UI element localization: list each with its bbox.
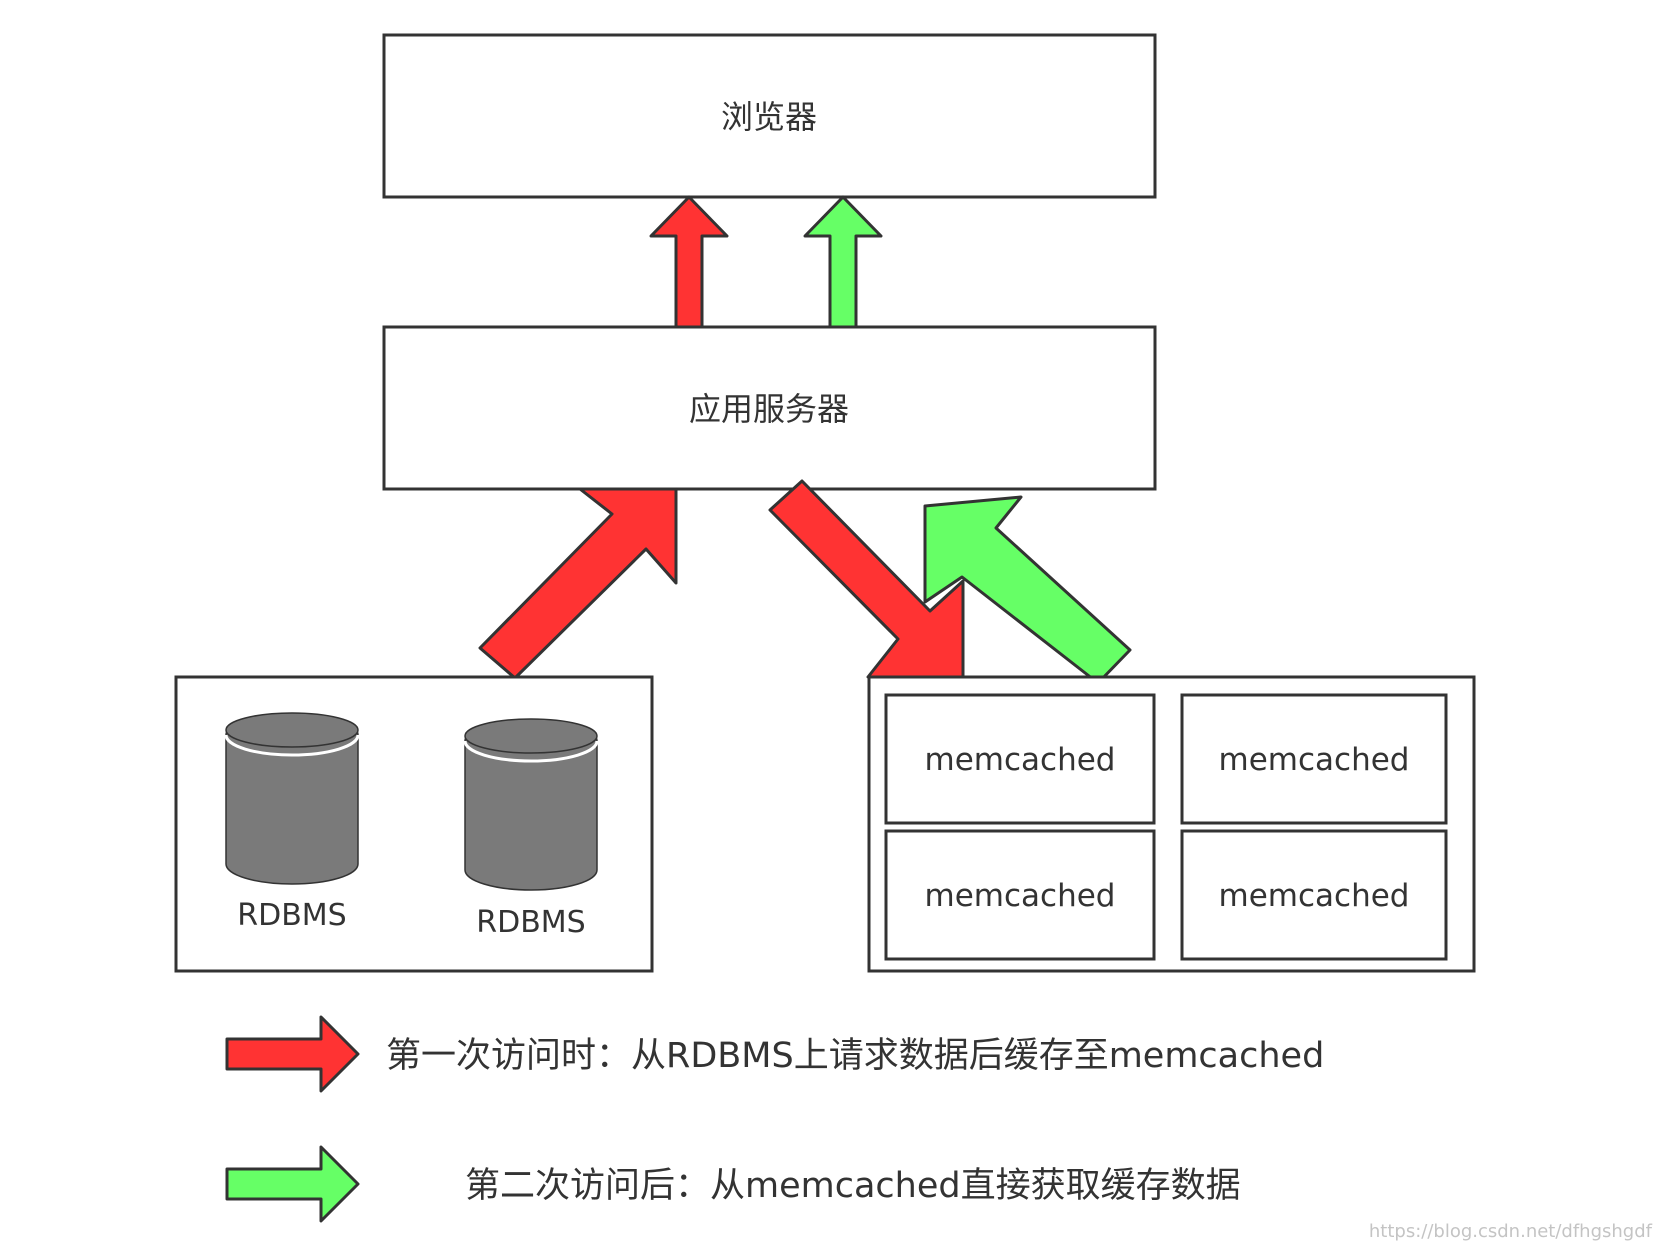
watermark: https://blog.csdn.net/dfhgshgdf [1369,1221,1653,1242]
app-server-label: 应用服务器 [689,390,849,428]
database-icon [463,718,599,891]
second-access-arrow-from-memcached [923,495,1132,685]
legend-second-access-text: 第二次访问后：从memcached直接获取缓存数据 [465,1166,1241,1206]
legend-second-access-arrow [225,1145,360,1223]
memcached-node-box [884,693,1156,825]
legend-first-access-arrow [225,1015,360,1093]
memcached-node-label: memcached [925,878,1116,914]
browser-box [382,33,1157,199]
rdbms-label-2: RDBMS [476,905,585,940]
memcached-node-label: memcached [1219,878,1410,914]
rdbms-label-1: RDBMS [237,898,346,933]
browser-node: 浏览器 [382,33,1157,199]
first-access-arrow-from-rdbms [478,487,678,680]
memcached-node-box [1180,829,1448,961]
memcached-node-box [1180,693,1448,825]
rdbms-cluster: RDBMS RDBMS [174,675,654,973]
app-server-box [382,325,1157,491]
second-access-arrow-to-browser [803,195,883,329]
first-access-arrow-to-browser [649,195,729,329]
memcached-node-label: memcached [1219,742,1410,778]
memcached-node-label: memcached [925,742,1116,778]
legend: 第一次访问时：从RDBMS上请求数据后缓存至memcached 第二次访问后：从… [225,1015,1324,1223]
memcached-node-box [884,829,1156,961]
browser-label: 浏览器 [721,98,817,136]
database-icon [224,712,360,885]
memcached-cluster: memcached memcached memcached memcached [867,675,1476,973]
app-server-node: 应用服务器 [382,325,1157,491]
legend-first-access-text: 第一次访问时：从RDBMS上请求数据后缓存至memcached [386,1036,1324,1076]
